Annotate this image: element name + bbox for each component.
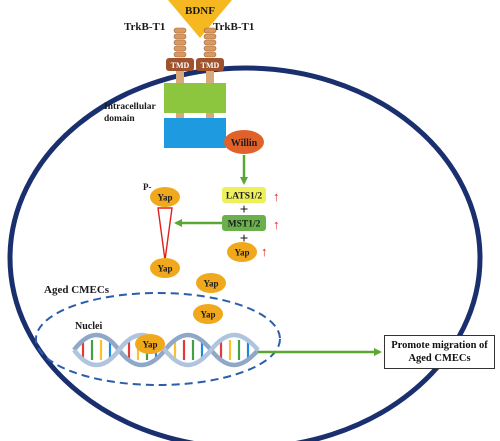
intracellular-green-left [164,83,196,113]
cell-label: Aged CMECs [44,284,110,296]
yap-node-cytoplasm-top [227,242,257,262]
yap-node-phospho [150,187,180,207]
nucleus-label: Nuclei [75,321,102,332]
lats-label: LATS1/2 [226,192,263,202]
mst-label: MST1/2 [228,220,261,230]
intracellular-green-right [194,83,226,113]
receptor-left-label: TrkB-T1 [124,21,165,33]
phospho-label: P- [143,182,152,192]
plus-2: + [240,231,249,247]
outcome-line-1: Promote migration of [391,340,488,351]
yap-node-free [150,258,180,278]
outcome-box: Promote migration of Aged CMECs [384,335,495,369]
lats-node [222,187,266,203]
connector-right-mid [206,113,214,118]
willin-node [224,130,264,154]
yap-node-nuclear [135,334,165,354]
mst-up-arrow: ↑ [273,217,280,232]
intracellular-blue-right [194,118,226,148]
tmd-right [196,58,224,71]
yap-label-cluster-1: Yap [203,279,218,289]
yap-label-phospho: Yap [157,193,172,203]
yap-up-arrow: ↑ [261,244,268,259]
bdnf-ligand [168,0,232,38]
willin-label: Willin [231,138,258,149]
intracellular-blue-left [164,118,196,148]
lats-up-arrow: ↑ [273,189,280,204]
decrease-wedge [157,207,173,261]
yap-node-cluster-1 [196,273,226,293]
nucleus-boundary [35,292,281,386]
mst-node [222,215,266,231]
connector-left-mid [176,113,184,118]
bdnf-label: BDNF [185,5,215,17]
outcome-line-2: Aged CMECs [408,353,471,364]
tmd-left [166,58,194,71]
intracellular-label-line2: domain [104,114,135,124]
receptor-right-label: TrkB-T1 [213,21,254,33]
connector-right-top [206,71,214,83]
connector-left-top [176,71,184,83]
yap-label-cluster-2: Yap [200,310,215,320]
receptor-right-extracellular [203,27,217,58]
intracellular-label-line1: Intracellular [104,102,156,112]
yap-node-cluster-2 [193,304,223,324]
tmd-right-label: TMD [201,61,220,70]
plus-1: + [240,202,249,218]
tmd-left-label: TMD [171,61,190,70]
yap-label-nuclear: Yap [142,340,157,350]
yap-label-free: Yap [157,264,172,274]
yap-label-cytoplasm-top: Yap [234,248,249,258]
receptor-left-extracellular [173,27,187,58]
